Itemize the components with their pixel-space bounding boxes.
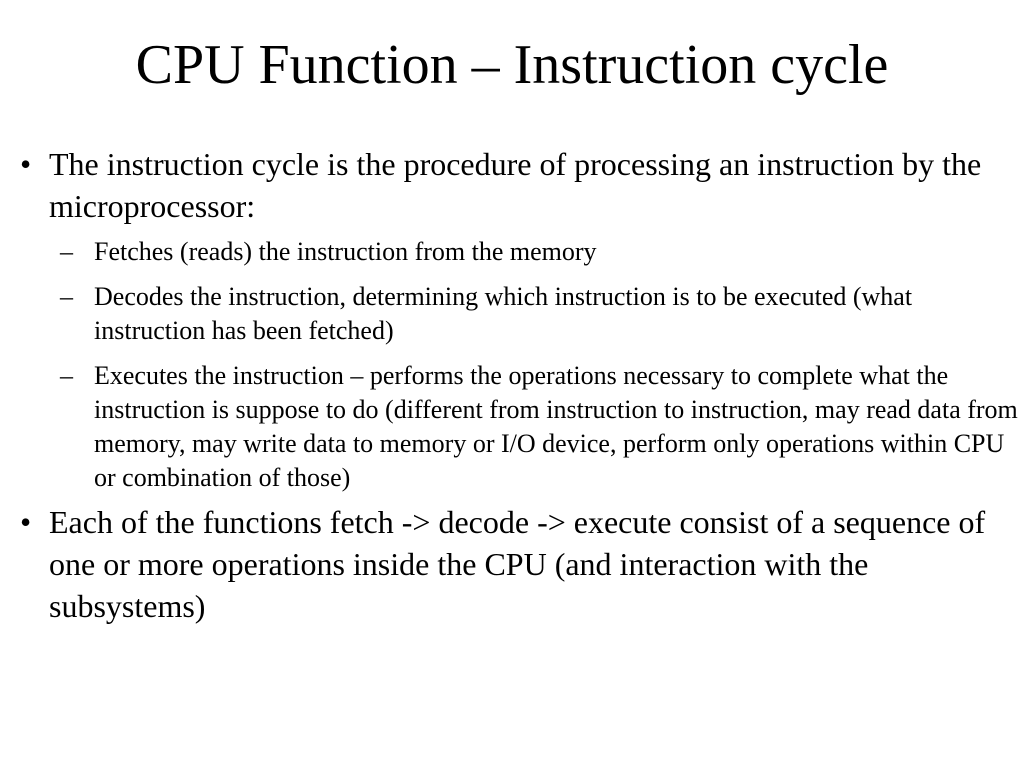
sub-bullet-text: Executes the instruction – performs the … [94,361,1018,492]
sub-bullet-text: Fetches (reads) the instruction from the… [94,237,597,266]
bullet-item: • The instruction cycle is the procedure… [20,143,1020,227]
sub-bullet-marker: – [60,361,73,390]
sub-bullet-text: Decodes the instruction, determining whi… [94,282,913,345]
slide-title: CPU Function – Instruction cycle [135,34,889,96]
sub-bullet-item: – Fetches (reads) the instruction from t… [20,235,1020,269]
bullet-marker: • [20,146,32,182]
sub-bullet-list: – Fetches (reads) the instruction from t… [20,235,1020,495]
bullet-text: Each of the functions fetch -> decode ->… [49,504,986,624]
sub-bullet-marker: – [60,282,73,311]
bullet-marker: • [20,504,32,540]
slide-content: • The instruction cycle is the procedure… [20,143,1020,627]
bullet-item: • Each of the functions fetch -> decode … [20,501,1020,627]
bullet-text: The instruction cycle is the procedure o… [49,146,982,224]
sub-bullet-item: – Executes the instruction – performs th… [20,359,1020,495]
sub-bullet-item: – Decodes the instruction, determining w… [20,280,1020,348]
sub-bullet-marker: – [60,237,73,266]
